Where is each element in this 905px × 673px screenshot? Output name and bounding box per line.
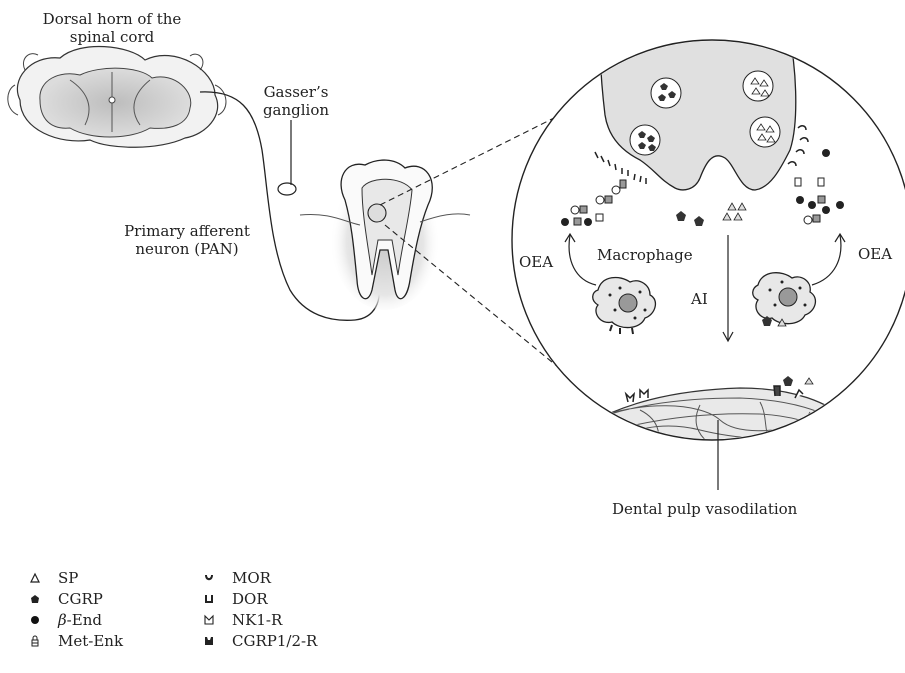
legend-left: SP CGRP β-End Met-Enk [30, 567, 123, 651]
pentagon-icon [30, 594, 58, 604]
vesicle-sp-2 [750, 117, 780, 147]
legend-label-dor: DOR [232, 590, 268, 608]
ganglion-label-line2: ganglion [256, 101, 336, 119]
vasodilation-label: Dental pulp vasodilation [612, 500, 797, 518]
spinal-cord-section [8, 46, 226, 147]
oea-right-label: OEA [858, 245, 892, 263]
legend-item-sp: SP [30, 567, 123, 588]
ganglion-label-line1: Gasser’s [256, 83, 336, 101]
lock-icon [30, 635, 58, 647]
gassers-ganglion [278, 183, 296, 195]
spinal-cord-label-line1: Dorsal horn of the [12, 10, 212, 28]
legend-right: MOR DOR NK1-R CGRP1/2-R [204, 567, 317, 651]
notched-receptor-icon [204, 636, 232, 646]
legend-label-cgrp-r: CGRP1/2-R [232, 632, 317, 650]
m-receptor-icon [204, 615, 232, 625]
legend-item-cgrp-r: CGRP1/2-R [204, 630, 317, 651]
oea-left-label: OEA [519, 253, 553, 271]
legend-item-dor: DOR [204, 588, 317, 609]
legend-item-met-enk: Met-Enk [30, 630, 123, 651]
legend-label-end: -End [67, 611, 102, 629]
legend-label-met-enk: Met-Enk [58, 632, 123, 650]
triangle-icon [30, 573, 58, 583]
vesicle-sp-1 [743, 71, 773, 101]
legend-label-beta: β [58, 611, 67, 629]
ai-label: AI [691, 290, 708, 308]
pan-label-line1: Primary afferent [112, 222, 262, 240]
spinal-cord-label: Dorsal horn of the spinal cord [12, 10, 212, 46]
legend-label-mor: MOR [232, 569, 271, 587]
macrophage-label: Macrophage [597, 246, 693, 264]
legend-label-nk1r: NK1-R [232, 611, 282, 629]
spinal-cord-label-line2: spinal cord [12, 28, 212, 46]
ganglion-label: Gasser’s ganglion [256, 83, 336, 119]
tooth [300, 160, 470, 310]
pan-label: Primary afferent neuron (PAN) [112, 222, 262, 258]
cup-receptor-icon [204, 573, 232, 583]
legend-label-sp: SP [58, 569, 78, 587]
legend-item-mor: MOR [204, 567, 317, 588]
vesicle-cgrp-2 [630, 125, 660, 155]
legend-item-nk1r: NK1-R [204, 609, 317, 630]
square-receptor-icon [204, 594, 232, 604]
legend-item-beta-end: β-End [30, 609, 123, 630]
pan-label-line2: neuron (PAN) [112, 240, 262, 258]
vesicle-cgrp-1 [651, 78, 681, 108]
legend-label-cgrp: CGRP [58, 590, 103, 608]
legend-item-cgrp: CGRP [30, 588, 123, 609]
dot-icon [30, 615, 58, 625]
